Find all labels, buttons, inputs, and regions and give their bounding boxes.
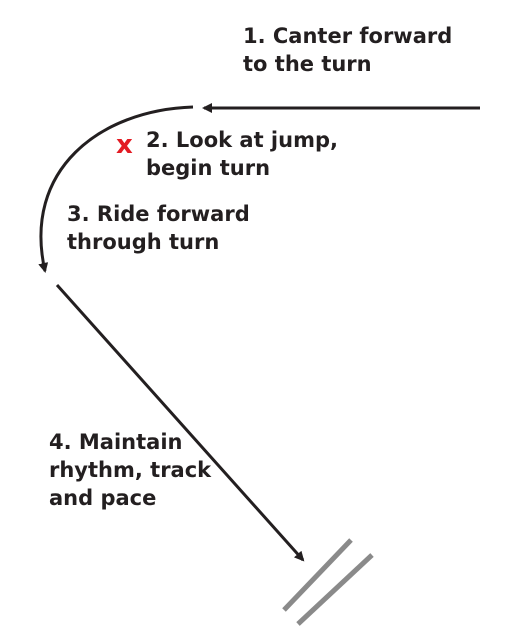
- step-3-label: 3. Ride forward through turn: [67, 202, 250, 254]
- step-1-label: 1. Canter forward to the turn: [243, 24, 453, 76]
- turn-curve: [38, 105, 194, 273]
- step-2-label: 2. Look at jump, begin turn: [146, 128, 338, 180]
- jump-pole-2: [296, 553, 374, 626]
- approach-to-jump-line: [55, 283, 305, 562]
- look-point-marker: x: [116, 130, 133, 160]
- jump-pole-1: [282, 538, 353, 612]
- step-4-label: 4. Maintain rhythm, track and pace: [49, 430, 212, 510]
